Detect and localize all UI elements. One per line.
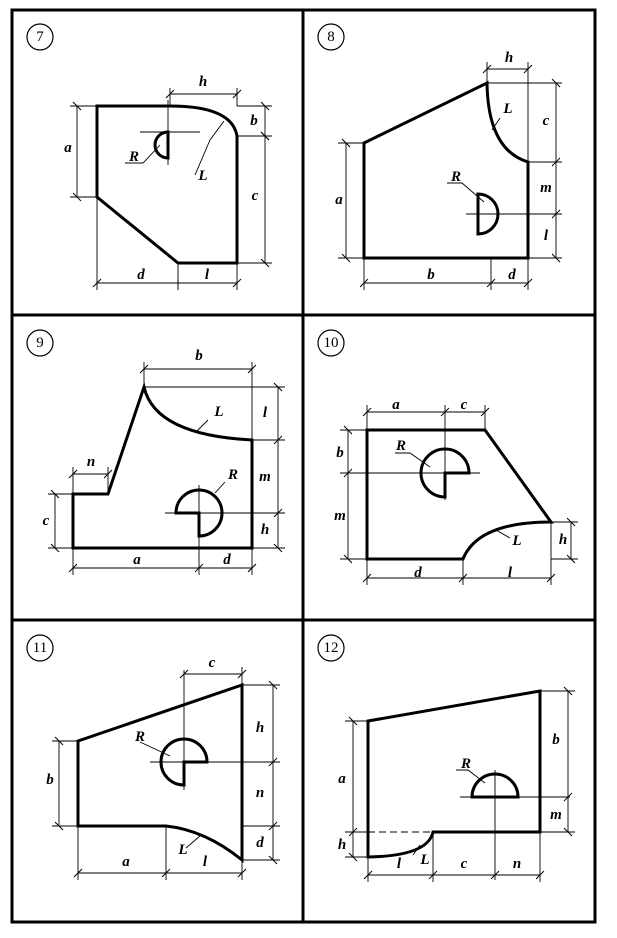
part-outline xyxy=(366,689,542,859)
dim-label-b: b xyxy=(552,732,560,748)
dimension-lines xyxy=(340,405,578,585)
dim-label-c: c xyxy=(43,513,50,529)
label-L: L xyxy=(177,842,187,858)
dimension-lines xyxy=(345,686,575,882)
panel-number-circle xyxy=(26,329,54,357)
dim-label-b: b xyxy=(46,772,54,788)
panel-number-circle xyxy=(26,634,54,662)
panel-10: 10 a c b R xyxy=(317,329,578,585)
label-R: R xyxy=(128,149,139,165)
dim-label-c: c xyxy=(543,113,550,129)
part-outline xyxy=(76,682,244,864)
panel-number: 7 xyxy=(36,29,44,45)
panel-12: 12 b R a m h l xyxy=(317,634,575,882)
panel-number-circle xyxy=(317,634,345,662)
dim-label-h: h xyxy=(199,74,207,90)
dim-label-a: a xyxy=(338,771,346,787)
dimension-lines xyxy=(70,88,272,290)
panel-number-circle xyxy=(26,23,54,51)
dim-label-d: d xyxy=(137,267,145,283)
part-outline xyxy=(95,104,239,265)
label-L: L xyxy=(213,404,223,420)
panel-number-circle xyxy=(317,23,345,51)
panel-number: 8 xyxy=(327,29,335,45)
label-L: L xyxy=(511,533,521,549)
dim-label-d: d xyxy=(414,565,422,581)
panel-number: 10 xyxy=(324,335,339,351)
dim-label-h: h xyxy=(256,720,264,736)
dim-label-a: a xyxy=(64,140,72,156)
dim-label-c: c xyxy=(461,856,468,872)
label-L: L xyxy=(502,101,512,117)
dim-label-l: l xyxy=(397,856,402,872)
dimension-lines xyxy=(52,667,280,880)
dim-label-c: c xyxy=(461,397,468,413)
label-L: L xyxy=(197,168,207,184)
panel-number: 9 xyxy=(36,335,44,351)
dimension-lines xyxy=(48,362,285,575)
dim-label-a: a xyxy=(133,552,141,568)
dim-label-n: n xyxy=(256,785,264,801)
dim-label-l: l xyxy=(205,267,210,283)
panel-11: 11 c h R b n L xyxy=(26,634,280,880)
part-outline xyxy=(362,80,530,260)
part-outline xyxy=(71,381,254,550)
dim-label-h: h xyxy=(261,522,269,538)
dim-label-a: a xyxy=(335,192,343,208)
part-outline xyxy=(365,428,554,561)
hole-R xyxy=(153,130,170,160)
hole-R xyxy=(476,192,500,236)
dim-label-d: d xyxy=(256,835,264,851)
hole-R xyxy=(470,772,520,799)
label-R: R xyxy=(395,438,406,454)
dim-label-d: d xyxy=(508,267,516,283)
dim-label-c: c xyxy=(209,655,216,671)
hole-R xyxy=(419,447,471,499)
dim-label-m: m xyxy=(259,469,271,485)
dim-label-h: h xyxy=(505,50,513,66)
dim-label-l: l xyxy=(544,228,549,244)
dim-label-h: h xyxy=(338,837,346,853)
dim-label-l: l xyxy=(263,405,268,421)
dim-label-m: m xyxy=(334,508,346,524)
panel-7: 7 h b a c R L xyxy=(26,23,272,290)
dim-label-b: b xyxy=(427,267,435,283)
label-R: R xyxy=(450,169,461,185)
panel-9: 9 xyxy=(26,329,285,575)
dim-label-n: n xyxy=(87,454,95,470)
panel-8: 8 h L c R m xyxy=(317,23,562,290)
dim-label-m: m xyxy=(540,180,552,196)
dim-label-b: b xyxy=(336,445,344,461)
dim-label-a: a xyxy=(122,854,130,870)
dim-label-d: d xyxy=(223,552,231,568)
label-R: R xyxy=(134,729,145,745)
dim-label-c: c xyxy=(252,188,259,204)
dim-label-m: m xyxy=(550,807,562,823)
dim-label-l: l xyxy=(508,565,513,581)
panel-number-circle xyxy=(317,329,345,357)
dim-label-h: h xyxy=(559,532,567,548)
dim-label-a: a xyxy=(392,397,400,413)
label-R: R xyxy=(460,756,471,772)
dim-label-b: b xyxy=(195,348,203,364)
label-L: L xyxy=(419,852,429,868)
dimension-lines xyxy=(338,62,562,290)
dim-label-l: l xyxy=(203,854,208,870)
panel-number: 11 xyxy=(33,640,47,656)
hole-R xyxy=(159,737,209,787)
panel-number: 12 xyxy=(324,640,339,656)
label-R: R xyxy=(227,467,238,483)
hole-R xyxy=(174,488,224,538)
dim-label-b: b xyxy=(250,113,258,129)
dim-label-n: n xyxy=(513,856,521,872)
